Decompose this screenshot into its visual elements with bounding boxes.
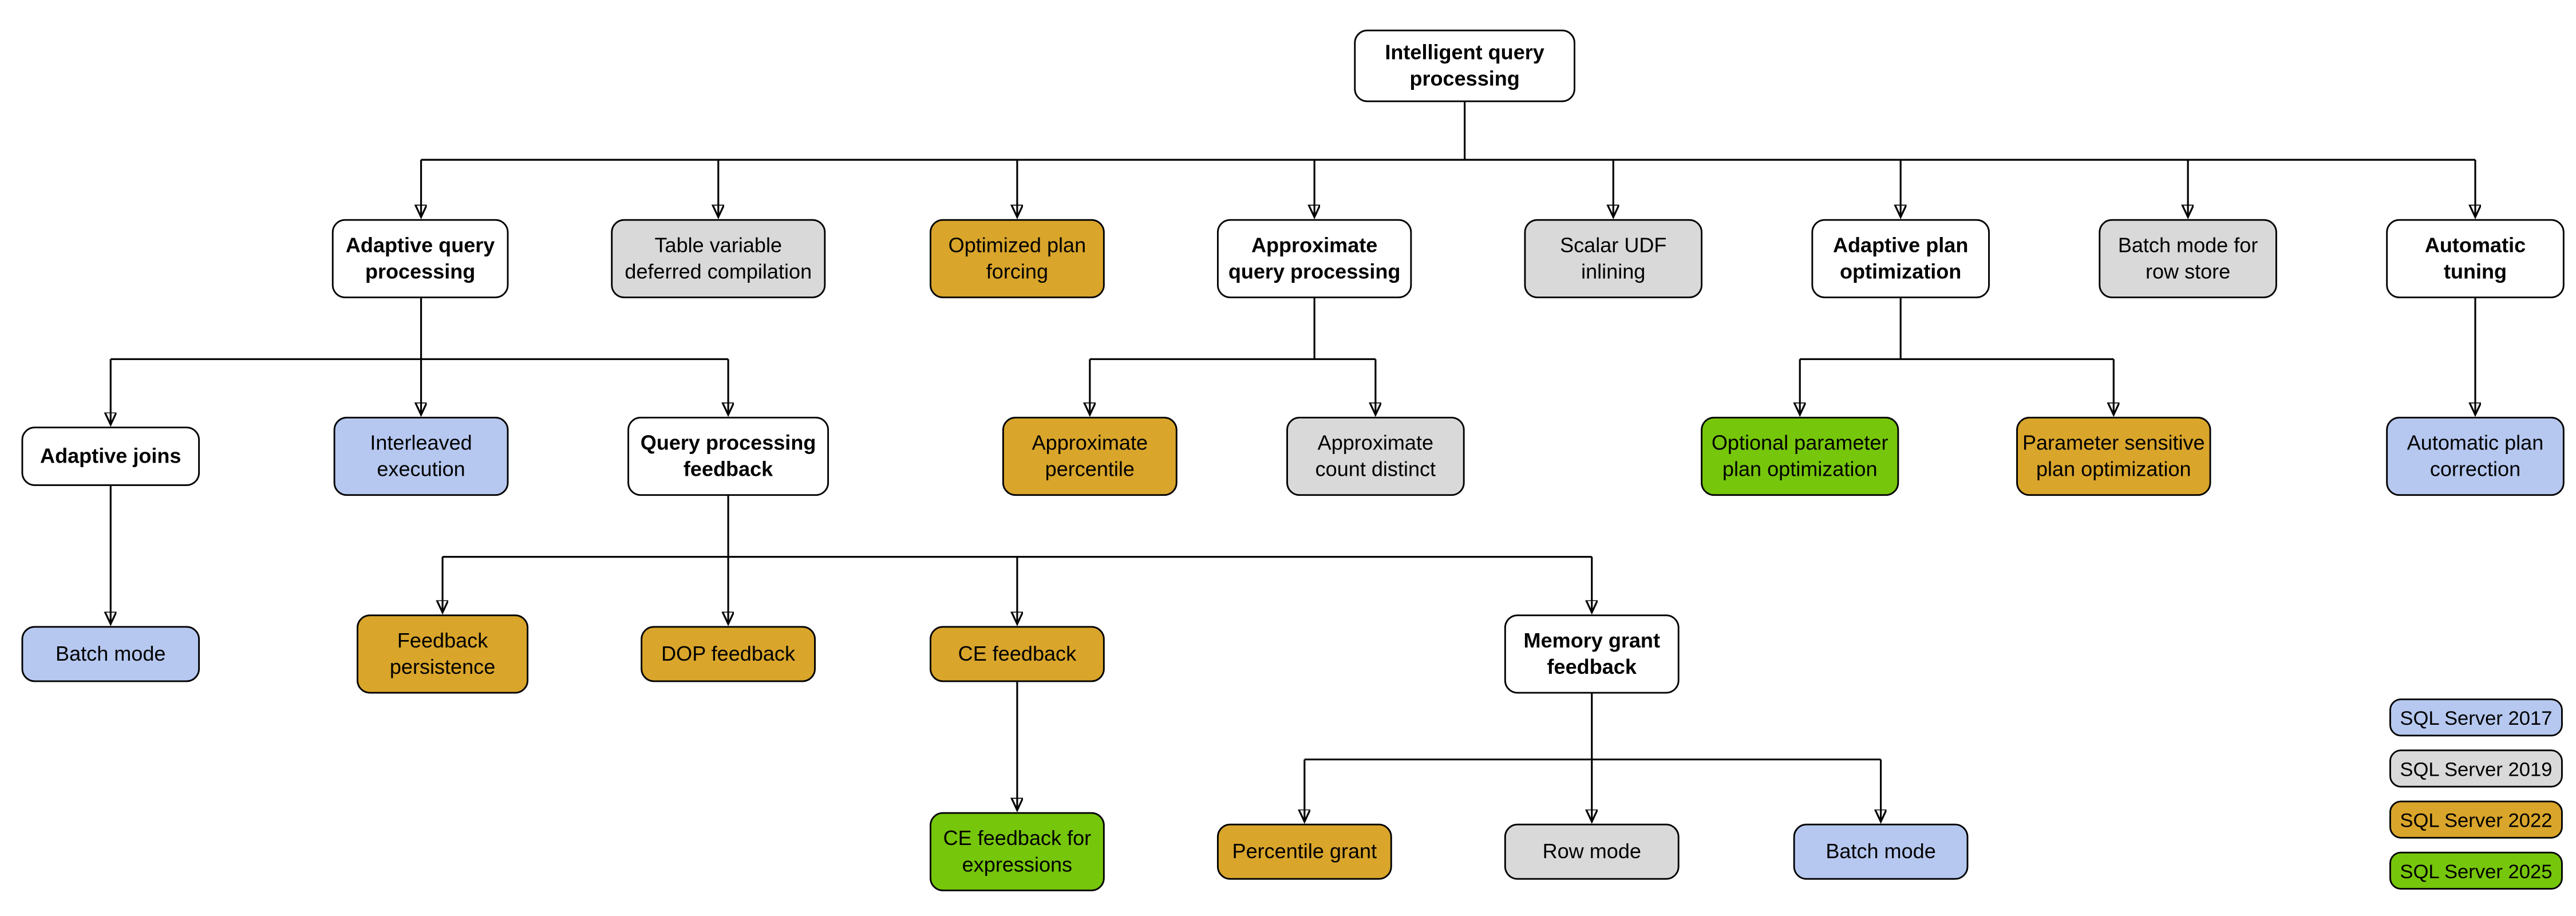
node-table-variable-deferred-compilation: Table variable deferred compilation [611,219,826,298]
node-automatic-plan-correction: Automatic plan correction [2386,417,2565,496]
legend-sql-server-2017: SQL Server 2017 [2389,698,2563,737]
node-intelligent-query-processing: Intelligent query processing [1354,29,1575,102]
node-percentile-grant: Percentile grant [1216,823,1392,880]
node-feedback-persistence: Feedback persistence [357,614,529,694]
node-approximate-percentile: Approximate percentile [1002,417,1178,496]
node-scalar-udf-inlining: Scalar UDF inlining [1524,219,1703,298]
node-dop-feedback: DOP feedback [641,626,816,682]
node-query-processing-feedback: Query processing feedback [627,417,829,496]
node-memory-grant-feedback: Memory grant feedback [1504,614,1680,694]
node-ce-feedback-for-expressions: CE feedback for expressions [930,812,1105,891]
node-interleaved-execution: Interleaved execution [333,417,509,496]
node-parameter-sensitive-plan-optimization: Parameter sensitive plan optimization [2016,417,2211,496]
node-approximate-count-distinct: Approximate count distinct [1286,417,1465,496]
legend-sql-server-2022: SQL Server 2022 [2389,800,2563,839]
node-automatic-tuning: Automatic tuning [2386,219,2565,298]
node-optional-parameter-plan-optimization: Optional parameter plan optimization [1701,417,1899,496]
node-ce-feedback: CE feedback [930,626,1105,682]
node-batch-mode-memory-grant: Batch mode [1793,823,1969,880]
node-batch-mode-for-row-store: Batch mode for row store [2099,219,2277,298]
legend-sql-server-2019: SQL Server 2019 [2389,749,2563,788]
node-adaptive-plan-optimization: Adaptive plan optimization [1811,219,1990,298]
node-adaptive-joins: Adaptive joins [21,427,200,486]
node-optimized-plan-forcing: Optimized plan forcing [930,219,1105,298]
legend-sql-server-2025: SQL Server 2025 [2389,851,2563,890]
node-approximate-query-processing: Approximate query processing [1216,219,1412,298]
node-row-mode: Row mode [1504,823,1680,880]
node-batch-mode-adaptive-joins: Batch mode [21,626,200,682]
node-adaptive-query-processing: Adaptive query processing [331,219,509,298]
